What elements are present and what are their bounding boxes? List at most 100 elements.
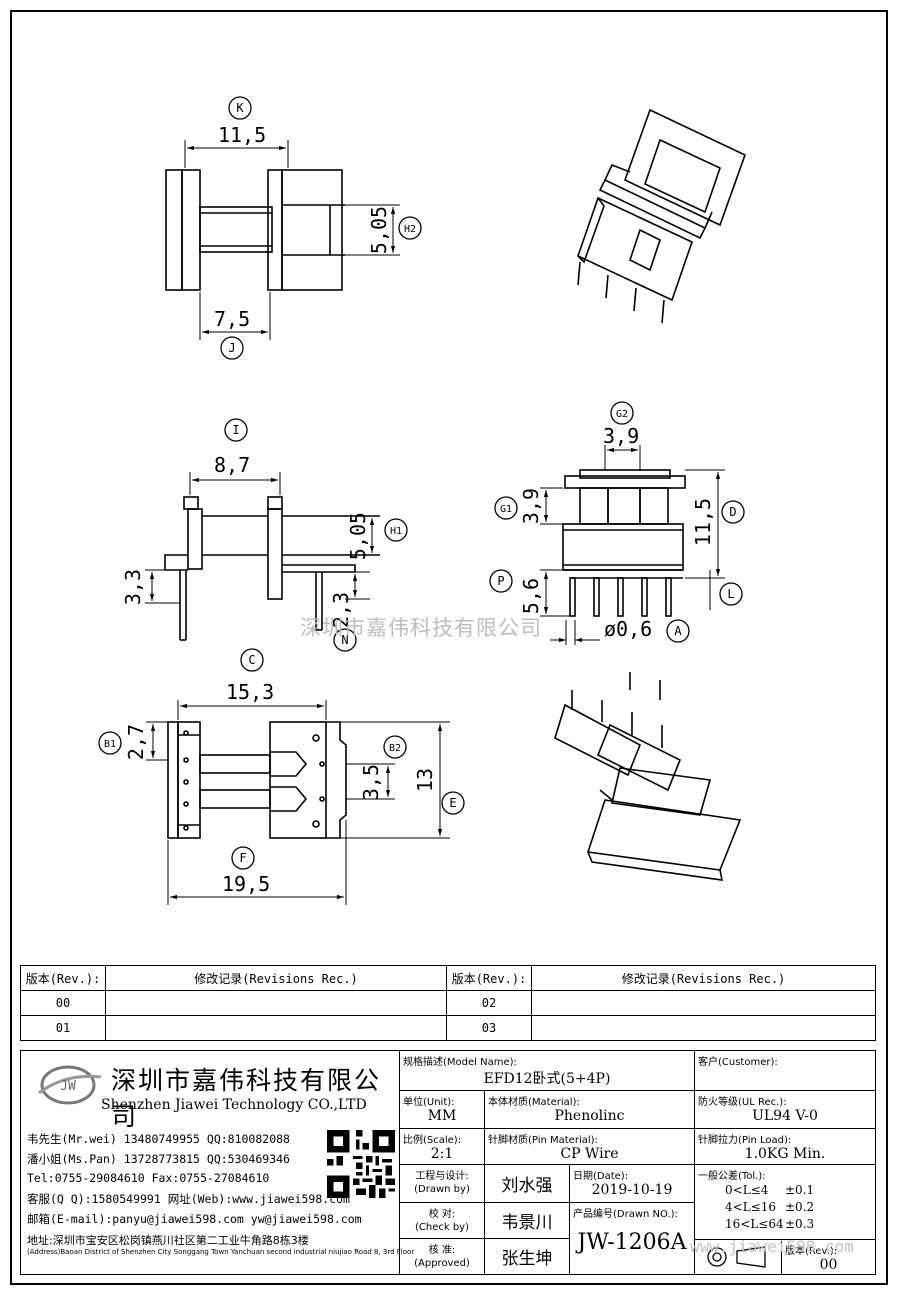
check-by-label-en: (Check by) [414,1222,469,1233]
dim-H1: 5,05 [346,512,370,560]
company-logo-icon: JW [38,1065,102,1105]
drawn-by-value: 刘水强 [501,1176,553,1196]
check-by-value-cell: 韦景川 [484,1202,570,1239]
rev-header-right: 版本(Rev.): [446,965,532,991]
label-I [224,418,248,442]
dim-E: 13 [413,768,437,792]
customer-cell: 客户(Customer): [694,1050,876,1091]
label-A [666,619,690,643]
drawn-by-label-cn: 工程与设计: [415,1171,469,1182]
drawn-no-cell: 产品编号(Drawn NO.): JW-1206A [569,1202,695,1275]
check-by-cell: 校 对: (Check by) [399,1202,485,1239]
label-G2 [610,401,634,425]
front-pins [569,577,672,617]
dim-A: ø0,6 [604,617,652,641]
contact-email: 邮箱(E-mail):panyu@jiawei598.com yw@jiawei… [27,1212,362,1226]
rec-cell [531,990,876,1016]
dim-H2: 5,05 [367,206,391,254]
rev-cell: 02 [446,990,532,1016]
drawn-by-value-cell: 刘水强 [484,1164,570,1203]
rev-cell: 00 [20,990,106,1016]
dim-D: 11,5 [691,498,715,546]
unit-label: 单位(Unit): [403,1097,455,1108]
drawing-sheet [10,10,888,1285]
model-value: EFD12卧式(5+4P) [483,1071,611,1087]
dim-G1: 3,9 [519,488,543,524]
label-C-text: C [248,653,255,667]
label-H2-text: H2 [404,224,416,235]
date-cell: 日期(Date): 2019-10-19 [569,1164,695,1203]
pin-load-cell: 针脚拉力(Pin Load): 1.0KG Min. [694,1128,876,1165]
dim-C: 15,3 [226,680,274,704]
ul-cell: 防火等级(UL Rec.): UL94 V-0 [694,1090,876,1129]
pin-material-cell: 针脚材质(Pin Material): CP Wire [484,1128,695,1165]
material-value: Phenolinc [554,1108,625,1124]
dim-B2: 3,5 [359,764,383,800]
label-B2 [383,735,407,759]
contact-tel: Tel:0755-29084610 Fax:0755-27084610 [27,1171,270,1185]
tolerance-cell: 一般公差(Tol.): 0<L≤4±0.1 4<L≤16±0.2 16<L≤64… [694,1164,876,1275]
date-label: 日期(Date): [573,1171,629,1182]
pin-material-value: CP Wire [560,1146,619,1162]
drawn-no-value: JW-1206A [577,1230,687,1255]
customer-label: 客户(Customer): [698,1057,778,1068]
version-value: 00 [819,1257,838,1273]
label-K-text: K [236,101,244,115]
pin-load-label: 针脚拉力(Pin Load): [698,1135,792,1146]
dim-I: 8,7 [214,453,250,477]
ul-value: UL94 V-0 [752,1108,818,1124]
unit-cell: 单位(Unit): MM [399,1090,485,1129]
label-H1-text: H1 [390,526,402,537]
label-B2-text: B2 [389,743,401,754]
scale-label: 比例(Scale): [403,1135,462,1146]
material-cell: 本体材质(Material): Phenolinc [484,1090,695,1129]
label-G1 [494,496,518,520]
label-H1 [384,518,408,542]
scale-value: 2:1 [430,1146,454,1162]
label-D [721,500,745,524]
company-panel: JW 深圳市嘉伟科技有限公司 Shenzhen Jiawei Technolog… [20,1050,414,1275]
approved-by-value-cell: 张生坤 [484,1238,570,1275]
material-label: 本体材质(Material): [488,1097,580,1108]
dim-K: 11,5 [218,123,266,147]
front-view [562,469,686,617]
dim-G2: 3,9 [603,424,639,448]
tol-row: 4<L≤16±0.2 [725,1200,815,1214]
check-by-label-cn: 校 对: [428,1209,456,1220]
label-B1 [98,731,122,755]
label-F [231,846,255,870]
pin-material-label: 针脚材质(Pin Material): [488,1135,598,1146]
model-cell: 规格描述(Model Name): EFD12卧式(5+4P) [399,1050,695,1091]
approved-by-label-cn: 核 准: [428,1245,456,1256]
drawn-by-label-en: (Drawn by) [414,1184,470,1195]
dim-F: 19,5 [222,872,270,896]
unit-value: MM [427,1108,457,1124]
drawn-by-cell: 工程与设计: (Drawn by) [399,1164,485,1203]
label-J [220,336,244,360]
address-cn: 地址:深圳市宝安区松岗镇燕川社区第二工业牛角路8栋3楼 [27,1234,309,1247]
label-P-text: P [497,574,504,588]
rev-header-left: 版本(Rev.): [20,965,106,991]
label-E-text: E [449,796,456,810]
date-value: 2019-10-19 [591,1182,673,1198]
label-H2 [398,216,422,240]
company-name-en: Shenzhen Jiawei Technology CO.,LTD [101,1097,367,1113]
version-label: 版本(Rev.): [785,1246,838,1257]
tol-row: 16<L≤64±0.3 [725,1217,815,1231]
projection-symbol-icon [695,1240,782,1274]
rec-header-left: 修改记录(Revisions Rec.) [105,965,447,991]
version-cell: 版本(Rev.): 00 [782,1240,875,1274]
title-block: JW 深圳市嘉伟科技有限公司 Shenzhen Jiawei Technolog… [20,1050,876,1275]
tolerance-label: 一般公差(Tol.): [698,1171,766,1182]
scale-cell: 比例(Scale): 2:1 [399,1128,485,1165]
label-N [333,628,357,652]
rec-header-right: 修改记录(Revisions Rec.) [531,965,876,991]
label-C [240,648,264,672]
label-F-text: F [239,851,246,865]
rev-cell: 03 [446,1015,532,1041]
approved-by-value: 张生坤 [501,1249,553,1269]
dim-P: 5,6 [519,578,543,614]
isometric-view-top [577,108,746,324]
label-L [719,582,743,606]
dim-3-3: 3,3 [121,569,145,605]
